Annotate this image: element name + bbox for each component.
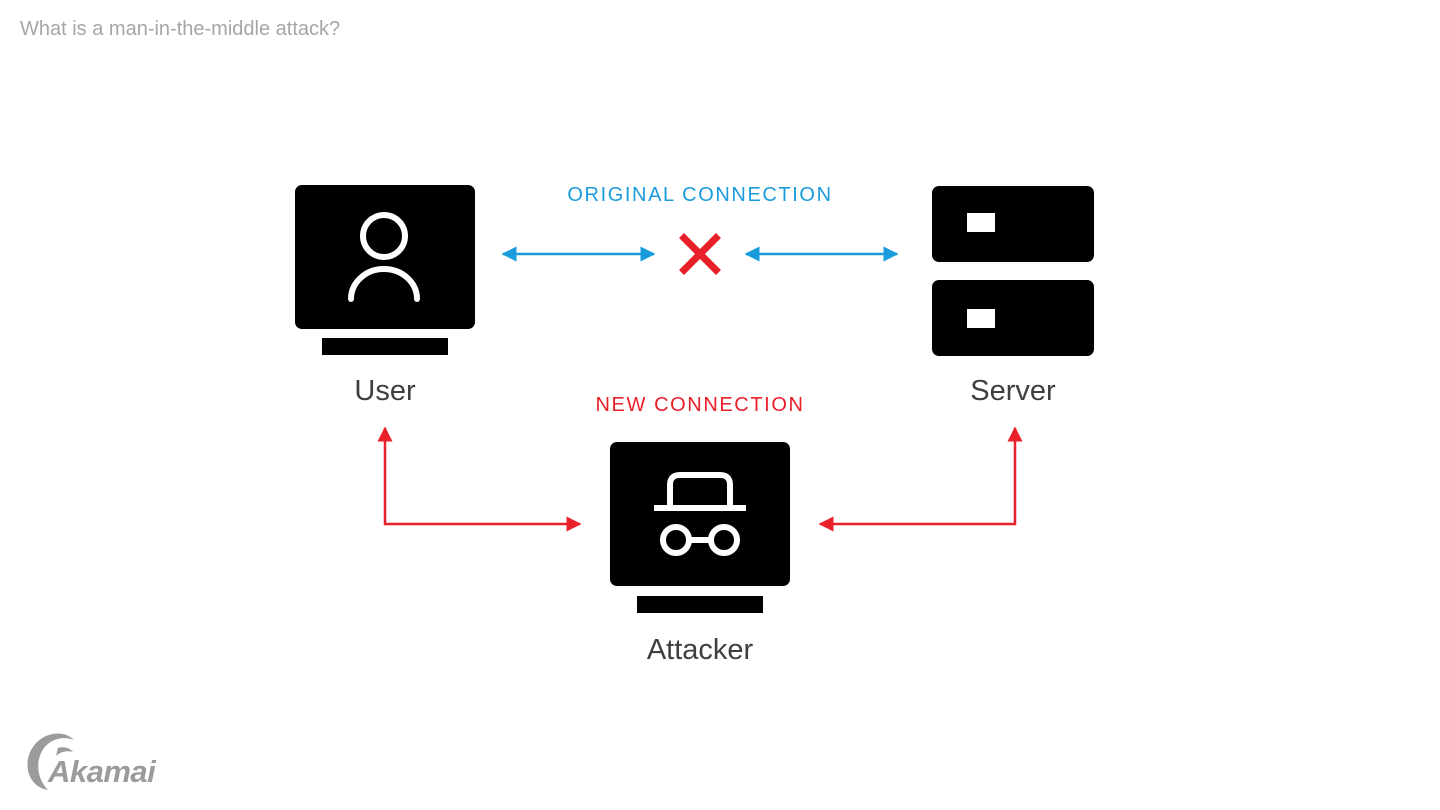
- akamai-swoosh-icon: [27, 733, 74, 790]
- attacker-computer: [610, 442, 790, 613]
- page-title: What is a man-in-the-middle attack?: [20, 18, 341, 40]
- server-label: Server: [970, 375, 1056, 407]
- user-computer: [295, 185, 475, 355]
- original-connection-label: ORIGINAL CONNECTION: [567, 184, 832, 206]
- server-unit-bottom: [932, 280, 1094, 356]
- spy-incognito-icon: [654, 472, 746, 556]
- attacker-label: Attacker: [647, 634, 754, 666]
- new-connection-label: NEW CONNECTION: [595, 394, 804, 416]
- akamai-logo: Akamai: [18, 728, 178, 798]
- server-attacker-connection: [818, 426, 1023, 532]
- attacker-monitor: [610, 442, 790, 586]
- user-label: User: [354, 375, 416, 407]
- user-monitor-stand: [322, 338, 448, 355]
- server-led-bottom: [967, 309, 995, 328]
- server-led-top: [967, 213, 995, 232]
- user-icon: [348, 212, 420, 302]
- attacker-monitor-stand: [637, 596, 763, 613]
- server-unit-top: [932, 186, 1094, 262]
- server-icon: [932, 186, 1094, 356]
- user-attacker-connection: [377, 426, 582, 532]
- akamai-logo-text: Akamai: [48, 754, 156, 789]
- x-mark-icon: [679, 233, 721, 275]
